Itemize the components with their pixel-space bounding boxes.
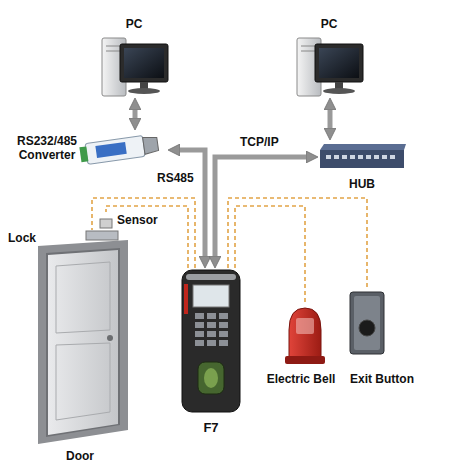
button-plate <box>350 292 384 354</box>
converter-label-plate <box>95 142 126 158</box>
bell-base <box>285 356 325 364</box>
f7-screen <box>193 285 229 307</box>
f7-keypad <box>195 313 228 346</box>
hub-port <box>342 155 347 159</box>
control-wire <box>235 206 305 305</box>
control-wire <box>228 198 367 290</box>
device-label: F7 <box>203 421 218 436</box>
bell-illustration <box>285 308 325 364</box>
sensor-device <box>100 219 112 228</box>
fingerprint-window <box>204 368 218 388</box>
f7-illustration <box>182 270 240 412</box>
f7-body <box>182 270 240 412</box>
door-opening <box>46 248 120 437</box>
pc-illustration <box>102 38 168 96</box>
bell-dome <box>289 308 321 358</box>
converter-body <box>85 135 145 164</box>
terminal-block <box>79 146 88 162</box>
door: Door <box>25 236 135 464</box>
device-label: PC <box>126 18 143 32</box>
control-wire <box>92 198 195 268</box>
signal-label: TCP/IP <box>238 136 281 150</box>
device-label: Exit Button <box>350 373 414 387</box>
door-handle <box>107 335 113 341</box>
door-frame <box>38 240 128 444</box>
device-label: PC <box>321 18 338 32</box>
hub-port <box>358 155 363 159</box>
communication-arrow <box>328 105 333 133</box>
converter-illustration <box>79 134 159 166</box>
hub-front <box>320 150 404 168</box>
hub-port <box>334 155 339 159</box>
door-panel <box>56 343 110 420</box>
pc-illustration <box>297 38 363 96</box>
hub-port <box>382 155 387 159</box>
communication-arrow <box>133 105 138 123</box>
communication-arrow <box>215 157 311 261</box>
f7-rim <box>186 274 236 280</box>
electric-bell: Electric Bell <box>262 305 340 387</box>
hub-top <box>320 144 406 150</box>
hub-port <box>390 155 395 159</box>
exit-button: Exit Button <box>342 290 422 387</box>
signal-label: RS485 <box>155 172 196 186</box>
button-knob <box>359 320 375 336</box>
door-illustration <box>38 240 128 444</box>
hub-port <box>374 155 379 159</box>
door-sensor: Sensor <box>99 212 169 230</box>
computer: PC <box>291 18 367 98</box>
hub-illustration <box>320 144 406 168</box>
control-wire <box>106 206 188 268</box>
button-face <box>354 296 380 350</box>
door-leaf <box>48 250 118 435</box>
edge-label-holder: TCP/IP <box>238 136 281 150</box>
device-label: Sensor <box>117 214 158 228</box>
device-label: RS232/485 Converter <box>10 135 84 163</box>
fingerprint-sensor <box>198 362 224 394</box>
lock-device <box>86 231 118 240</box>
network-hub: HUB <box>318 140 406 192</box>
door-lock: Lock <box>8 230 120 248</box>
hub-port <box>350 155 355 159</box>
device-label: Lock <box>8 232 36 246</box>
door-panel <box>56 262 110 333</box>
exit-button-illustration <box>350 292 384 354</box>
db9-connector <box>143 136 159 155</box>
hub-port <box>366 155 371 159</box>
computer: PC <box>96 18 172 98</box>
bell-highlight <box>296 318 314 334</box>
hub-port <box>326 155 331 159</box>
device-label: HUB <box>349 178 375 192</box>
serial-converter: RS232/485 Converter <box>8 130 168 168</box>
device-label: Door <box>66 450 94 464</box>
edge-label-holder: RS485 <box>155 172 196 186</box>
access-terminal: F7 <box>178 268 244 436</box>
f7-strip <box>184 284 188 314</box>
device-label: Electric Bell <box>267 373 336 387</box>
